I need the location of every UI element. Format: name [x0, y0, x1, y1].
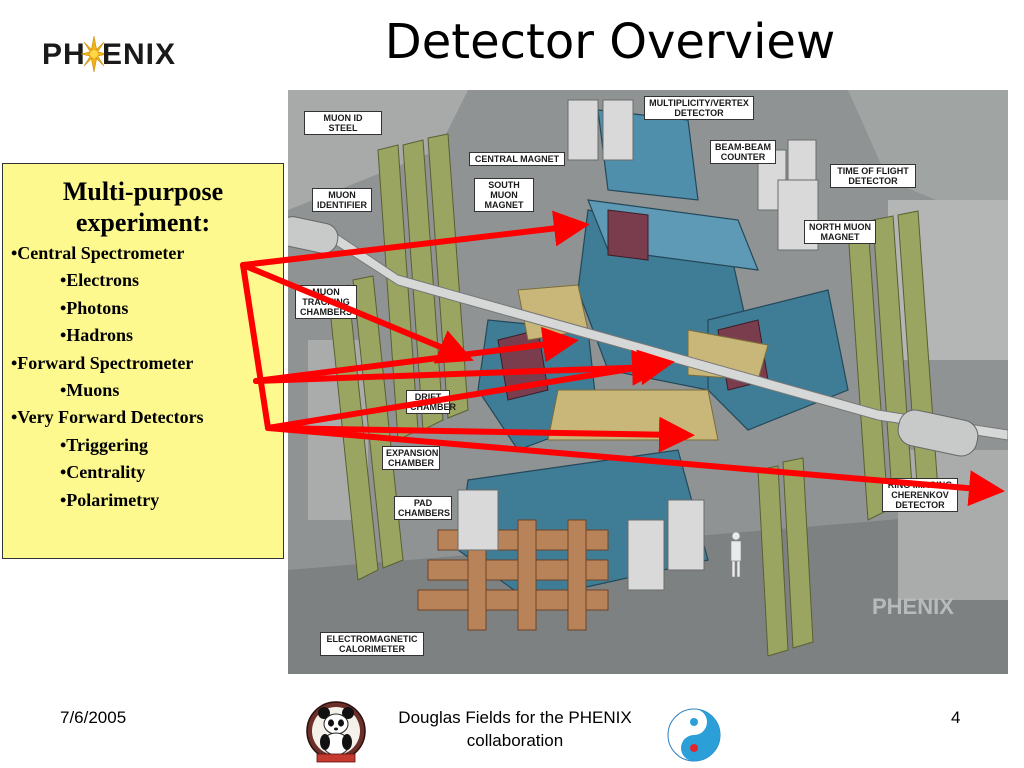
experiment-text-box: Multi-purpose experiment: •Central Spect… — [2, 163, 284, 559]
label-expansion-chamber: EXPANSION CHAMBER — [382, 446, 440, 470]
author-line-1: Douglas Fields for the PHENIX — [398, 708, 632, 727]
footer-date: 7/6/2005 — [60, 708, 127, 727]
list-item: •Electrons — [60, 270, 139, 291]
label-ring-imaging: RING IMAGING CHERENKOV DETECTOR — [882, 478, 958, 512]
list-item: •Triggering — [60, 434, 148, 455]
list-item: •Muons — [60, 380, 120, 401]
label-south-muon-magnet: SOUTH MUON MAGNET — [474, 178, 534, 212]
logo-right-text: ENIX — [102, 38, 177, 71]
label-beam-beam: BEAM-BEAM COUNTER — [710, 140, 776, 164]
slide-title: Detector Overview — [384, 14, 836, 70]
list-item: •Forward Spectrometer — [11, 352, 194, 373]
label-muon-tracking: MUON TRACKING CHAMBERS — [295, 285, 357, 319]
watermark-text: PHENIX — [872, 594, 954, 619]
label-muon-identifier: MUON IDENTIFIER — [312, 188, 372, 212]
heading-line-1: Multi-purpose — [62, 177, 224, 206]
list-item: •Very Forward Detectors — [11, 407, 204, 428]
logo-left-text: PH — [42, 38, 86, 71]
sun-star-icon — [80, 35, 108, 73]
label-drift-chamber: DRIFT CHAMBER — [406, 390, 456, 414]
list-item: •Photons — [60, 297, 129, 318]
footer-author: Douglas Fields for the PHENIX collaborat… — [370, 706, 660, 752]
page-number: 4 — [951, 708, 961, 727]
detector-illustration: PHENIX MUON ID STEEL MULTIPLICITY/VERTEX… — [288, 90, 1008, 674]
list-item: •Central Spectrometer — [11, 243, 185, 263]
label-muon-id-steel: MUON ID STEEL — [304, 111, 382, 135]
label-north-muon-magnet: NORTH MUON MAGNET — [804, 220, 876, 244]
list-item: •Hadrons — [60, 325, 133, 346]
panda-logo-icon — [306, 701, 366, 763]
label-central-magnet: CENTRAL MAGNET — [469, 152, 565, 166]
label-time-of-flight: TIME OF FLIGHT DETECTOR — [830, 164, 916, 188]
text-box-heading: Multi-purpose experiment: — [3, 176, 283, 238]
label-em-calorimeter: ELECTROMAGNETIC CALORIMETER — [320, 632, 424, 656]
yin-yang-logo-icon — [667, 708, 721, 762]
list-item: •Polarimetry — [60, 489, 160, 510]
label-pad-chambers: PAD CHAMBERS — [394, 496, 452, 520]
author-line-2: collaboration — [466, 731, 564, 750]
phenix-logo: PH ENIX — [40, 32, 190, 82]
label-multiplicity-vertex: MULTIPLICITY/VERTEX DETECTOR — [644, 96, 754, 120]
list-item: •Centrality — [60, 462, 146, 483]
detector-list: •Central Spectrometer •Electrons •Photon… — [3, 240, 283, 514]
heading-line-2: experiment: — [75, 208, 211, 237]
